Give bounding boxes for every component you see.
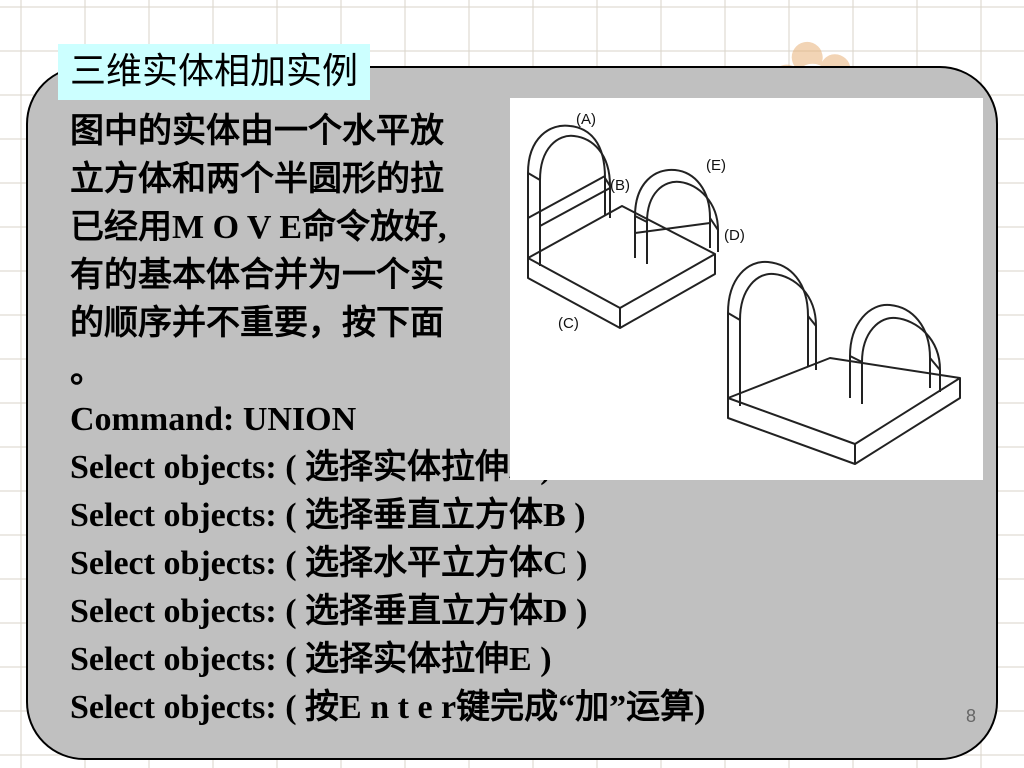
select-line-c: Select objects: ( 选择水平立方体C )	[70, 545, 588, 582]
text-line-4: 有的基本体合并为一个实	[70, 257, 444, 294]
select-line-b: Select objects: ( 选择垂直立方体B )	[70, 497, 586, 534]
figure-label-a: (A)	[576, 111, 596, 128]
select-line-d: Select objects: ( 选择垂直立方体D )	[70, 593, 588, 630]
base-block-c	[527, 205, 716, 329]
solid-union-figure: (A) (B) (E) (D) (C)	[510, 98, 983, 480]
select-line-e: Select objects: ( 选择实体拉伸E )	[70, 641, 552, 678]
figure-label-d: (D)	[724, 227, 745, 244]
arch-e	[634, 168, 719, 264]
arch-a	[527, 124, 611, 266]
text-line-6: 。	[70, 353, 104, 390]
text-line-3: 已经用M O V E命令放好,	[70, 209, 447, 246]
slide-title: 三维实体相加实例	[58, 44, 371, 100]
slide-text: 图中的实体由一个水平放 立方体和两个半圆形的拉 已经用M O V E命令放好, …	[70, 108, 970, 732]
page-number: 8	[966, 706, 977, 726]
figure-label-b: (B)	[610, 177, 630, 194]
combined-solid	[727, 260, 961, 465]
select-line-a: Select objects: ( 选择实体拉伸A )	[70, 449, 552, 486]
command-line: Command: UNION	[70, 401, 357, 438]
select-line-enter: Select objects: ( 按E n t e r键完成“加”运算)	[70, 689, 706, 726]
text-line-2: 立方体和两个半圆形的拉	[70, 161, 444, 198]
figure-label-e: (E)	[706, 157, 726, 174]
text-line-5: 的顺序并不重要，按下面	[70, 305, 444, 342]
figure-label-c: (C)	[558, 315, 579, 332]
text-line-1: 图中的实体由一个水平放	[70, 113, 444, 150]
